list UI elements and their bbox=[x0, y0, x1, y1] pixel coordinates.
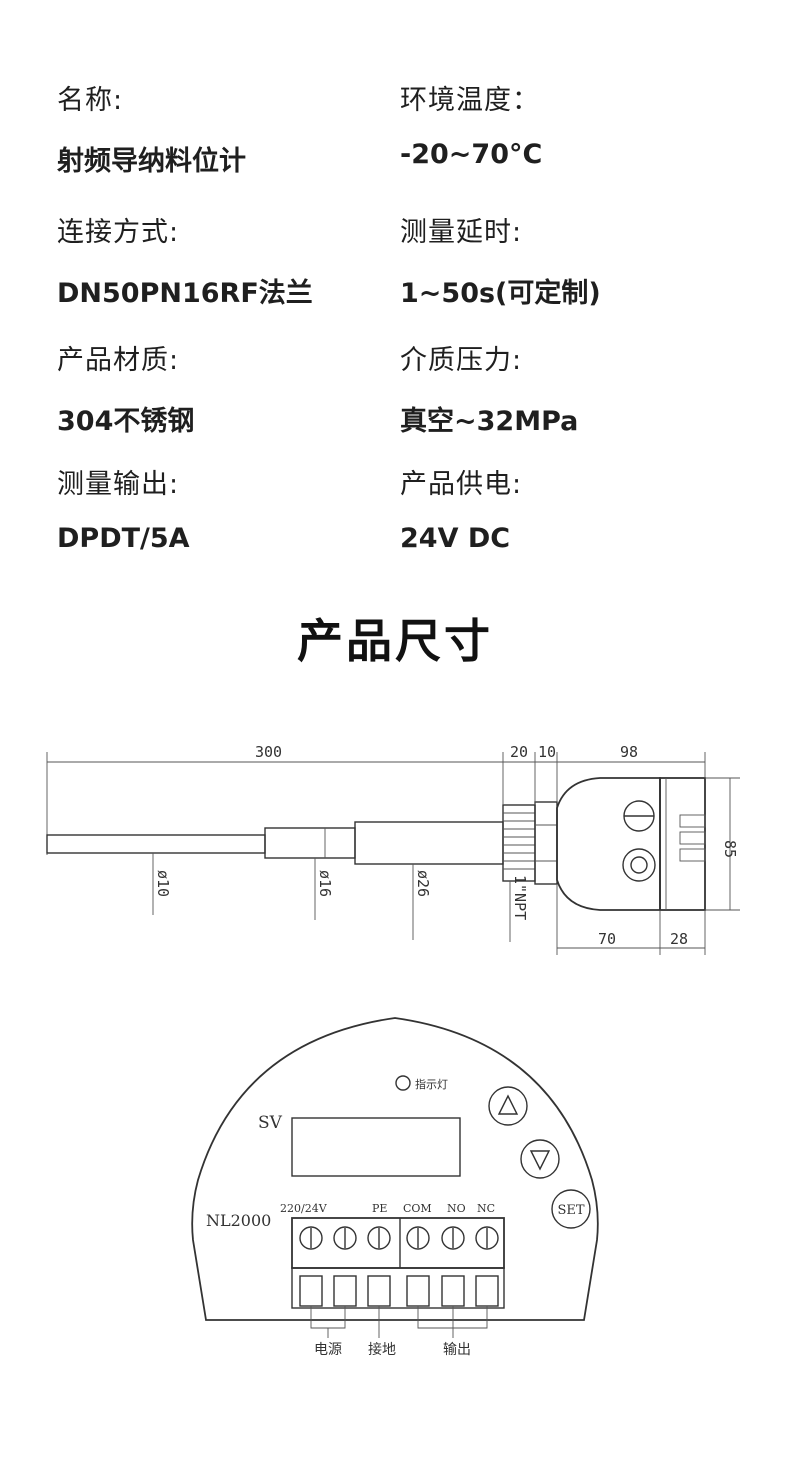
model-label: NL2000 bbox=[206, 1211, 271, 1230]
dim-85: 85 bbox=[721, 840, 739, 858]
spec-value: 304不锈钢 bbox=[57, 406, 195, 437]
spec-label: 产品材质: bbox=[57, 345, 180, 376]
spec-value: -20~70°C bbox=[400, 139, 543, 170]
label-ground: 接地 bbox=[368, 1341, 396, 1358]
spec-name: 名称: 射频导纳料位计 bbox=[57, 78, 246, 178]
spec-pressure: 介质压力: 真空~32MPa bbox=[400, 338, 578, 438]
terminal-block bbox=[291, 1217, 505, 1269]
indicator-light-icon bbox=[395, 1075, 411, 1091]
spec-label: 连接方式: bbox=[57, 217, 180, 248]
dim-98: 98 bbox=[620, 743, 638, 761]
dim-70: 70 bbox=[598, 930, 616, 948]
spec-material: 产品材质: 304不锈钢 bbox=[57, 338, 194, 438]
dim-dia10: ø10 bbox=[154, 870, 172, 897]
label-power-source: 电源 bbox=[314, 1342, 342, 1358]
spec-power: 产品供电: 24V DC bbox=[400, 462, 522, 554]
dim-28: 28 bbox=[670, 930, 688, 948]
dimension-drawing: 300 20 10 98 85 70 28 ø bbox=[46, 743, 740, 955]
label-output: 输出 bbox=[443, 1342, 471, 1358]
terminal-label-pe: PE bbox=[372, 1202, 387, 1215]
spec-label: 介质压力: bbox=[400, 345, 523, 376]
spec-value: 射频导纳料位计 bbox=[57, 146, 246, 177]
dim-10: 10 bbox=[538, 743, 556, 761]
spec-value: 1~50s(可定制) bbox=[400, 278, 601, 309]
terminal-label-no: NO bbox=[447, 1202, 466, 1215]
indicator-label: 指示灯 bbox=[415, 1077, 448, 1091]
spec-delay: 测量延时: 1~50s(可定制) bbox=[400, 210, 601, 310]
spec-label: 测量输出: bbox=[57, 469, 180, 500]
sv-label: SV bbox=[258, 1113, 283, 1133]
spec-label: 产品供电: bbox=[400, 469, 523, 500]
down-button[interactable] bbox=[520, 1139, 560, 1179]
dim-dia26: ø26 bbox=[414, 870, 432, 897]
set-button[interactable]: SET bbox=[551, 1189, 591, 1229]
spec-label: 名称: bbox=[57, 85, 124, 116]
terminal-label-com: COM bbox=[403, 1202, 432, 1215]
down-arrow-icon bbox=[529, 1150, 551, 1171]
dim-300: 300 bbox=[255, 743, 282, 761]
spec-label: 环境温度： bbox=[400, 85, 540, 116]
spec-label: 测量延时: bbox=[400, 217, 523, 248]
control-panel-drawing: 指示灯 SV SET NL2000 220/24V PE COM NO NC bbox=[191, 1017, 599, 1358]
sv-display bbox=[291, 1117, 461, 1177]
set-label: SET bbox=[557, 1203, 584, 1218]
section-title: 产品尺寸 bbox=[297, 614, 493, 668]
spec-connection: 连接方式: DN50PN16RF法兰 bbox=[57, 210, 313, 310]
spec-value: DN50PN16RF法兰 bbox=[57, 278, 313, 309]
spec-value: DPDT/5A bbox=[57, 523, 190, 554]
dim-dia16: ø16 bbox=[316, 870, 334, 897]
spec-value: 24V DC bbox=[400, 523, 511, 554]
up-button[interactable] bbox=[488, 1086, 528, 1126]
up-arrow-icon bbox=[497, 1094, 519, 1115]
dim-thread: 1"NPT bbox=[511, 875, 529, 920]
dim-20: 20 bbox=[510, 743, 528, 761]
spec-value: 真空~32MPa bbox=[400, 406, 579, 437]
terminal-label-nc: NC bbox=[477, 1202, 495, 1215]
spec-output: 测量输出: DPDT/5A bbox=[57, 462, 190, 554]
spec-ambient-temperature: 环境温度： -20~70°C bbox=[400, 78, 542, 170]
terminal-label-power: 220/24V bbox=[280, 1202, 328, 1215]
